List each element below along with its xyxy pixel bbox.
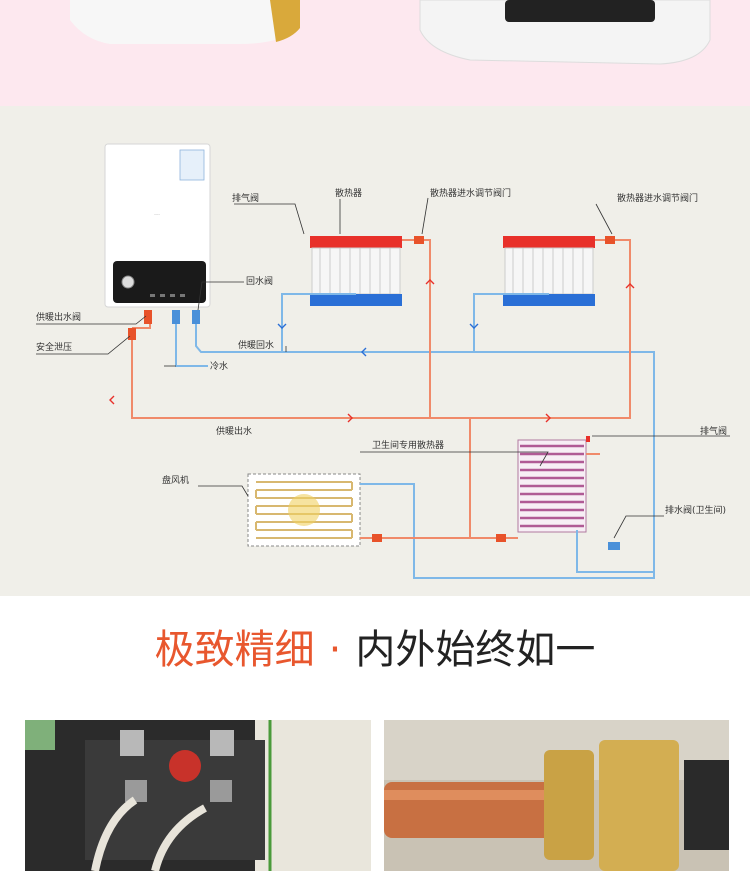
headline-accent: 极致精细: [154, 627, 315, 673]
radiator-right: [503, 236, 595, 306]
label-supply-outlet-valve: 供暖出水阀: [36, 311, 81, 323]
brass-nut: [544, 750, 594, 860]
return-valve: [192, 310, 200, 324]
cold-water-valve: [172, 310, 180, 324]
label-exhaust-valve-bathroom: 排气阀: [700, 425, 727, 437]
brass-fitting: [599, 740, 679, 871]
valves: [128, 236, 620, 550]
radiator-inlet-valve-right: [605, 236, 615, 244]
leader-lines: [36, 197, 730, 539]
fan-icon: [288, 494, 320, 526]
label-fan-coil: 盘风机: [162, 474, 189, 486]
label-drain-valve: 排水阀(卫生间): [665, 504, 726, 516]
label-radiator: 散热器: [335, 187, 362, 199]
flow-arrows: [109, 279, 635, 423]
label-heating-supply: 供暖出水: [216, 425, 252, 437]
boiler-product-left: [70, 0, 300, 44]
bathroom-radiator: [517, 439, 587, 533]
photo-thermostat: [25, 720, 371, 871]
fan-coil-unit: [247, 473, 361, 547]
copper-pipe-photo-art: [384, 720, 729, 871]
label-bathroom-radiator: 卫生间专用散热器: [372, 439, 444, 451]
pressure-gauge: [121, 275, 135, 289]
thermostat-button-icon: [169, 750, 201, 782]
photo-copper-pipe: [384, 720, 729, 871]
boiler-gold-trim: [270, 0, 300, 42]
boiler-display-panel: [113, 261, 206, 303]
headline-rest: 内外始终如一: [355, 627, 596, 673]
radiator-left: [310, 236, 402, 306]
supply-outlet-valve: [144, 310, 152, 324]
label-return-valve: 回水阀: [246, 275, 273, 287]
label-radiator-inlet-valve-right: 散热器进水调节阀门: [617, 192, 698, 204]
diagram-canvas: ----: [36, 143, 730, 579]
product-photo-strip: [0, 0, 750, 106]
label-safety-relief: 安全泄压: [36, 341, 72, 353]
boiler-control-panel: [505, 0, 655, 22]
label-exhaust-valve-top: 排气阀: [232, 192, 259, 204]
svg-text:----: ----: [154, 212, 160, 217]
label-heating-return: 供暖回水: [238, 339, 274, 351]
radiator-inlet-valve-left: [414, 236, 424, 244]
energy-label-sticker: [179, 149, 205, 181]
drain-valve: [608, 542, 620, 550]
thermostat-photo-art: [25, 720, 371, 871]
top-product-banner: [0, 0, 750, 106]
exhaust-valve-bathroom: [586, 436, 590, 442]
label-cold-water: 冷水: [210, 360, 228, 372]
safety-relief-valve: [128, 328, 136, 340]
heating-system-diagram: ----: [0, 106, 750, 596]
headline: 极致精细 · 内外始终如一: [0, 620, 750, 680]
return-pipes: [175, 293, 655, 579]
headline-separator: ·: [328, 627, 342, 673]
label-radiator-inlet-valve-left: 散热器进水调节阀门: [430, 187, 511, 199]
boiler-unit: ----: [104, 143, 211, 308]
